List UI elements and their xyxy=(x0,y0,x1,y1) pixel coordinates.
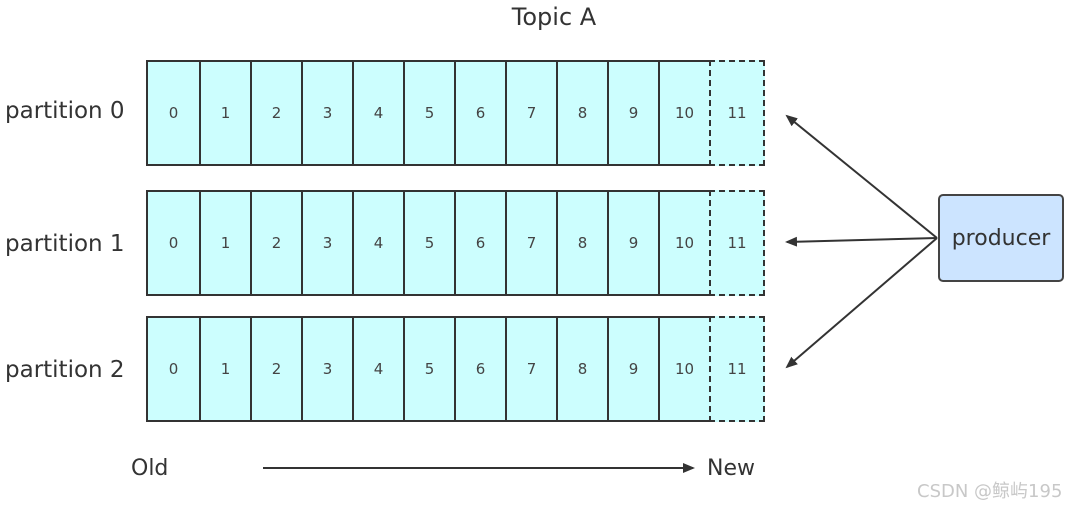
offset-cell: 4 xyxy=(352,60,405,166)
old-label: Old xyxy=(131,456,169,481)
offset-cell: 1 xyxy=(199,316,252,422)
offset-cell: 1 xyxy=(199,60,252,166)
offset-cell: 10 xyxy=(658,60,711,166)
offset-cell: 3 xyxy=(301,316,354,422)
offset-cell: 9 xyxy=(607,60,660,166)
offset-cell: 4 xyxy=(352,190,405,296)
offset-cell: 7 xyxy=(505,190,558,296)
offset-cell: 7 xyxy=(505,316,558,422)
partition-1-label: partition 1 xyxy=(5,231,125,257)
offset-cell: 3 xyxy=(301,190,354,296)
next-offset-cell: 11 xyxy=(709,316,765,422)
offset-cell: 10 xyxy=(658,316,711,422)
offset-cell: 6 xyxy=(454,190,507,296)
offset-cell: 5 xyxy=(403,316,456,422)
next-offset-cell: 11 xyxy=(709,190,765,296)
partition-2-label: partition 2 xyxy=(5,357,125,383)
offset-cell: 5 xyxy=(403,190,456,296)
offset-cell: 0 xyxy=(146,60,201,166)
offset-cell: 0 xyxy=(146,316,201,422)
next-offset-cell: 11 xyxy=(709,60,765,166)
offset-cell: 9 xyxy=(607,190,660,296)
producer-box: producer xyxy=(938,194,1064,282)
offset-cell: 2 xyxy=(250,316,303,422)
offset-cell: 8 xyxy=(556,60,609,166)
offset-cell: 8 xyxy=(556,190,609,296)
producer-to-partition-2-arrow xyxy=(785,237,938,369)
new-label: New xyxy=(707,456,755,481)
offset-cell: 7 xyxy=(505,60,558,166)
producer-to-partition-1-arrow xyxy=(785,236,938,247)
offset-cell: 2 xyxy=(250,190,303,296)
producer-to-partition-0-arrow xyxy=(785,114,938,239)
offset-cell: 0 xyxy=(146,190,201,296)
offset-cell: 10 xyxy=(658,190,711,296)
diagram-title: Topic A xyxy=(511,3,597,31)
offset-cell: 5 xyxy=(403,60,456,166)
offset-cell: 2 xyxy=(250,60,303,166)
offset-cell: 6 xyxy=(454,60,507,166)
offset-cell: 1 xyxy=(199,190,252,296)
watermark: CSDN @鲸屿195 xyxy=(917,481,1063,502)
offset-cell: 3 xyxy=(301,60,354,166)
offset-cell: 4 xyxy=(352,316,405,422)
offset-cell: 8 xyxy=(556,316,609,422)
partition-0-label: partition 0 xyxy=(5,98,125,124)
offset-cell: 9 xyxy=(607,316,660,422)
offset-cell: 6 xyxy=(454,316,507,422)
